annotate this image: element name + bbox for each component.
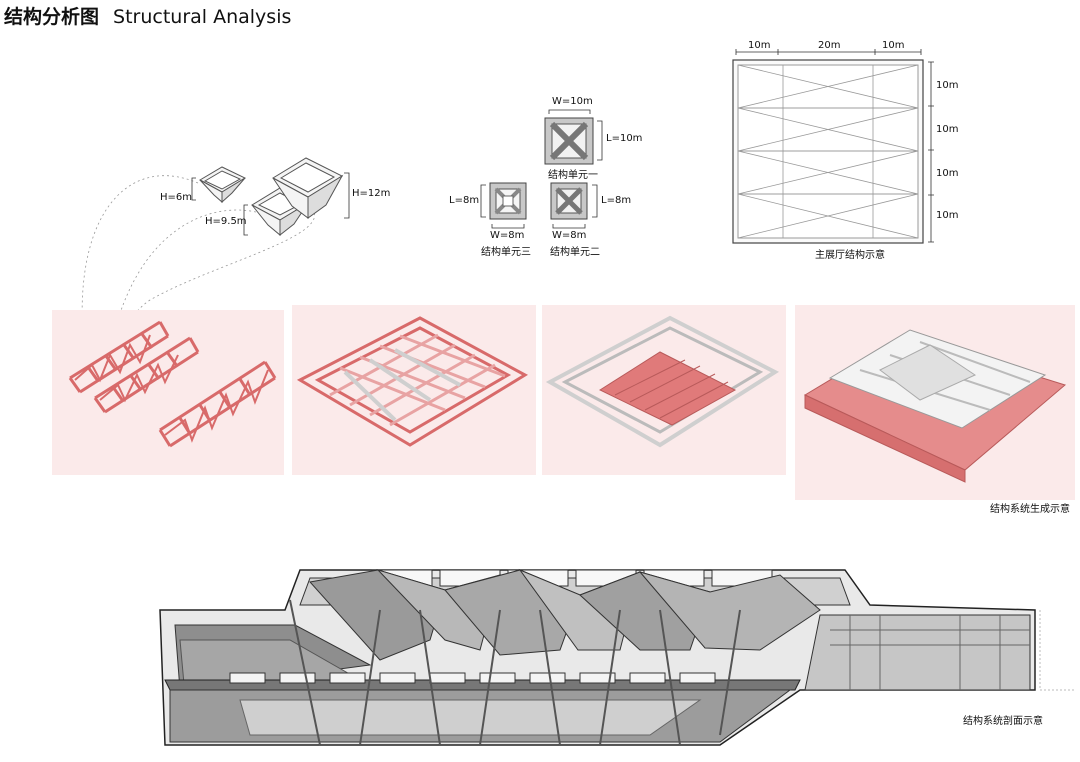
unit3-width-label: W=8m <box>490 230 525 241</box>
unit-two-plan <box>550 182 598 229</box>
unit1-name: 结构单元一 <box>548 170 598 181</box>
unit-one-plan <box>544 109 603 165</box>
roof-vaults <box>309 568 821 661</box>
hall-dim-side-3: 10m <box>936 168 959 179</box>
hall-dim-side-1: 10m <box>936 80 959 91</box>
section-caption: 结构系统剖面示意 <box>963 716 1043 727</box>
unit3-name: 结构单元三 <box>481 247 531 258</box>
page-title: 结构分析图 Structural Analysis <box>4 2 291 29</box>
unit1-width-label: W=10m <box>552 96 593 107</box>
section-columns <box>289 599 741 746</box>
hall-dim-top-2: 20m <box>818 40 841 51</box>
hall-dim-side-2: 10m <box>936 124 959 135</box>
unit2-width-label: W=8m <box>552 230 587 241</box>
title-zh: 结构分析图 <box>4 6 100 28</box>
generation-caption: 结构系统生成示意 <box>990 504 1070 515</box>
hall-dim-top-3: 10m <box>882 40 905 51</box>
dim-bracket-h12 <box>344 172 350 219</box>
hall-bays <box>737 64 919 239</box>
hall-dimension-lines <box>735 49 934 243</box>
label-h95: H=9.5m <box>205 216 247 227</box>
mid-openings <box>229 672 716 684</box>
generation-panel-4 <box>795 305 1075 500</box>
unit1-length-label: L=10m <box>606 133 643 144</box>
pyramid-large <box>271 157 344 219</box>
hall-dim-top-1: 10m <box>748 40 771 51</box>
unit-three-plan <box>480 182 527 229</box>
label-h6: H=6m <box>160 192 193 203</box>
pyramid-small <box>198 166 247 204</box>
title-en: Structural Analysis <box>113 6 292 28</box>
dim-bracket-h6 <box>191 177 196 201</box>
right-wing-structure <box>830 615 1030 690</box>
label-h12: H=12m <box>352 188 391 199</box>
unit3-length-label: L=8m <box>449 195 480 206</box>
generation-panel-3 <box>542 305 786 475</box>
hall-dim-side-4: 10m <box>936 210 959 221</box>
hall-caption: 主展厅结构示意 <box>815 250 885 261</box>
generation-panel-2 <box>292 305 536 475</box>
roof-windows <box>371 569 773 587</box>
generation-panel-1 <box>52 310 284 475</box>
unit2-length-label: L=8m <box>601 195 632 206</box>
unit2-name: 结构单元二 <box>550 247 600 258</box>
pyramid-medium <box>250 187 310 237</box>
